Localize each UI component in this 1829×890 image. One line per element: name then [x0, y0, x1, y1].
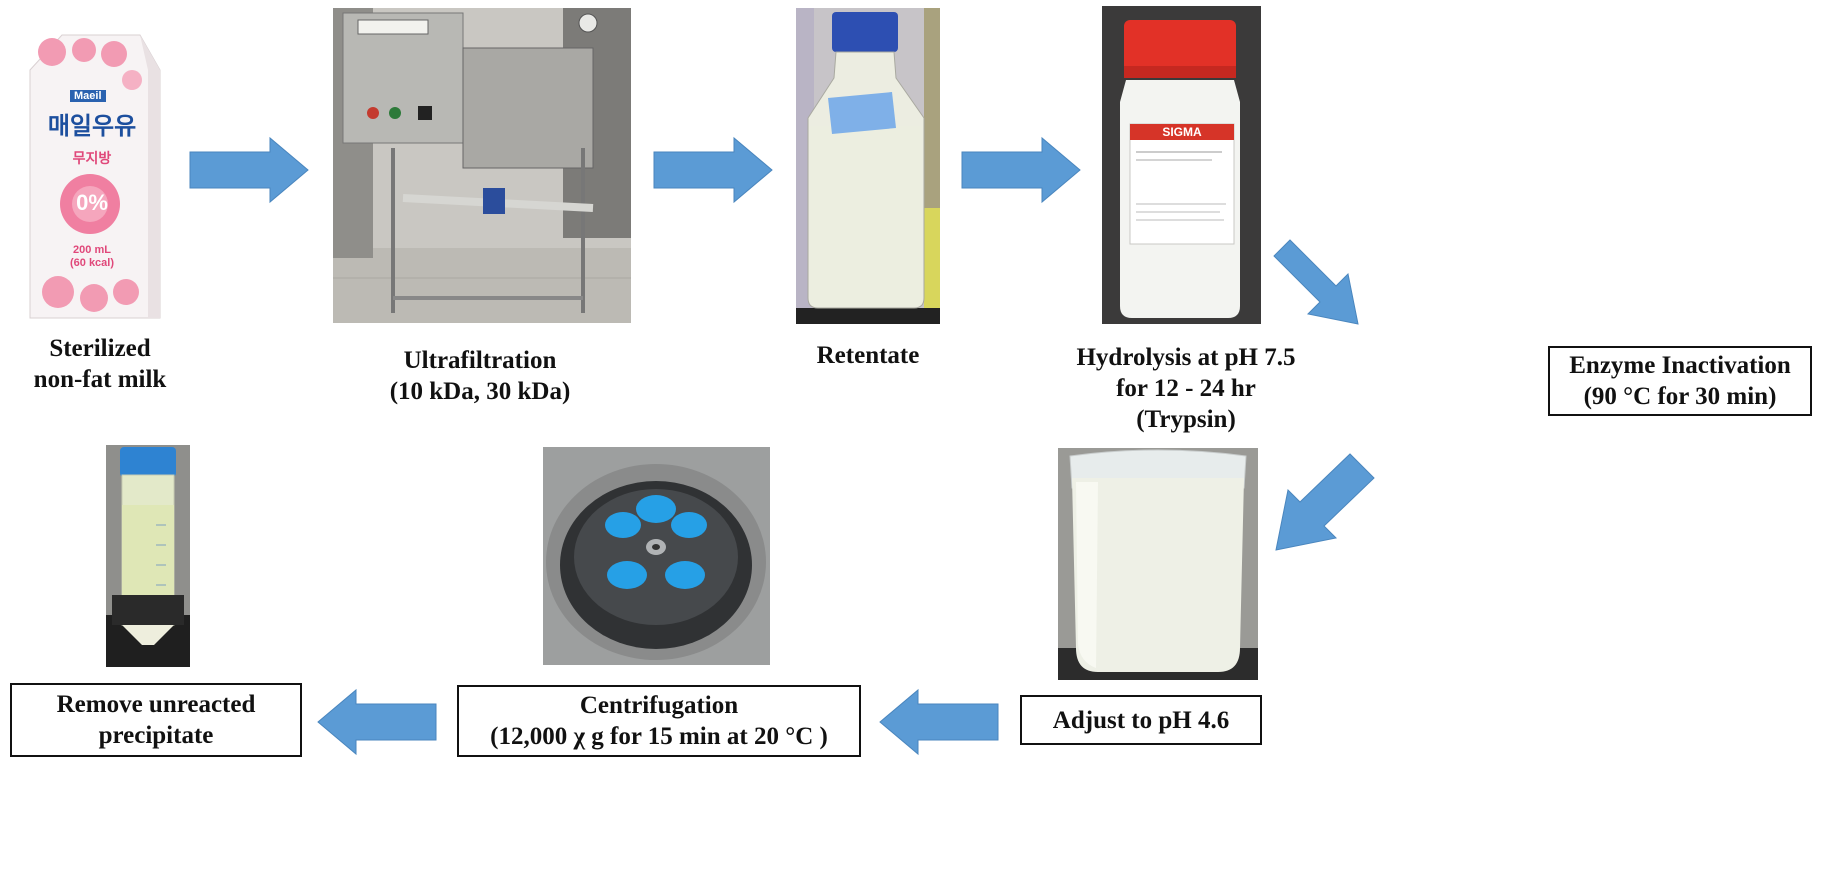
adjusted-ph-jar-photo: [1058, 448, 1258, 680]
retentate-caption: Retentate: [768, 340, 968, 371]
carton-volume: 200 mL (60 kcal): [34, 244, 150, 270]
carton-title: 매일우유: [34, 106, 150, 141]
carton-subtitle: 무지방: [34, 148, 150, 168]
arrow-centrifugation-to-remove: [318, 690, 436, 754]
sigma-logo: SIGMA: [1130, 124, 1234, 140]
conical-tube-photo: [106, 445, 190, 667]
arrow-ultrafiltration-to-retentate: [654, 138, 772, 202]
carton-fat: 0%: [34, 190, 150, 216]
ultrafiltration-unit-photo: [333, 8, 631, 323]
arrow-inactivation-to-adjust: [1272, 458, 1372, 554]
milk-caption: Sterilized non-fat milk: [0, 333, 200, 395]
trypsin-bottle-photo: SIGMA: [1102, 6, 1261, 324]
carton-brand: Maeil: [70, 90, 106, 102]
enzyme-inactivation-box: Enzyme Inactivation (90 °C for 30 min): [1548, 346, 1812, 416]
milk-carton-photo: Maeil 매일우유 무지방 0% 200 mL (60 kcal): [22, 30, 162, 320]
ultrafiltration-caption: Ultrafiltration (10 kDa, 30 kDa): [330, 345, 630, 407]
adjust-ph-box: Adjust to pH 4.6: [1020, 695, 1262, 745]
centrifuge-rotor-photo: [543, 447, 770, 665]
arrow-adjust-to-centrifugation: [880, 690, 998, 754]
retentate-bottle-photo: [796, 8, 940, 324]
remove-precipitate-box: Remove unreacted precipitate: [10, 683, 302, 757]
arrow-milk-to-ultrafiltration: [190, 138, 308, 202]
centrifugation-box: Centrifugation (12,000 χ g for 15 min at…: [457, 685, 861, 757]
arrow-retentate-to-hydrolysis: [962, 138, 1080, 202]
arrow-hydrolysis-to-inactivation: [1272, 240, 1382, 342]
hydrolysis-caption: Hydrolysis at pH 7.5 for 12 - 24 hr (Try…: [1055, 342, 1317, 435]
